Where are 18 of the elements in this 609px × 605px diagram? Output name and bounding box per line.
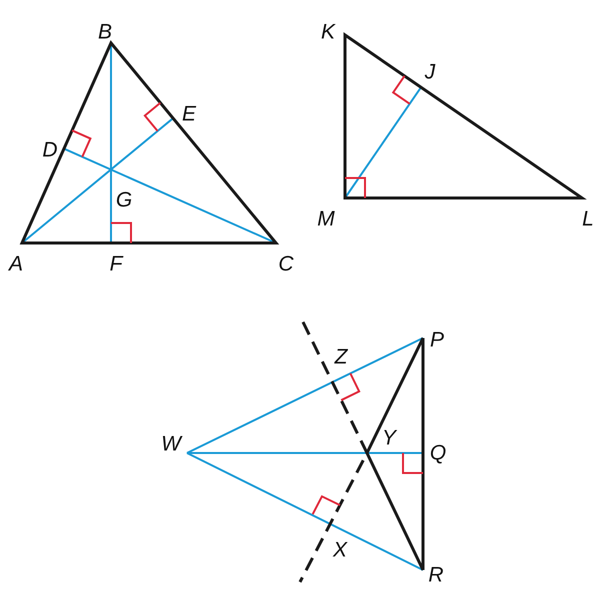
point-label: M xyxy=(317,208,335,230)
point-label: R xyxy=(428,564,444,586)
point-label: L xyxy=(582,208,594,230)
point-label: K xyxy=(321,22,335,42)
point-label: Q xyxy=(430,442,446,464)
point-label: G xyxy=(116,190,132,210)
point-label: J xyxy=(424,62,436,82)
point-label: A xyxy=(9,254,23,274)
point-label: C xyxy=(278,254,294,274)
point-label: D xyxy=(42,140,58,160)
point-label: Z xyxy=(334,346,348,368)
point-label: F xyxy=(110,254,122,274)
point-label: X xyxy=(333,540,347,560)
point-label: E xyxy=(182,104,196,124)
point-label: P xyxy=(430,330,444,350)
point-label: Y xyxy=(382,428,396,448)
point-label: W xyxy=(161,434,181,454)
point-label: B xyxy=(98,22,112,42)
